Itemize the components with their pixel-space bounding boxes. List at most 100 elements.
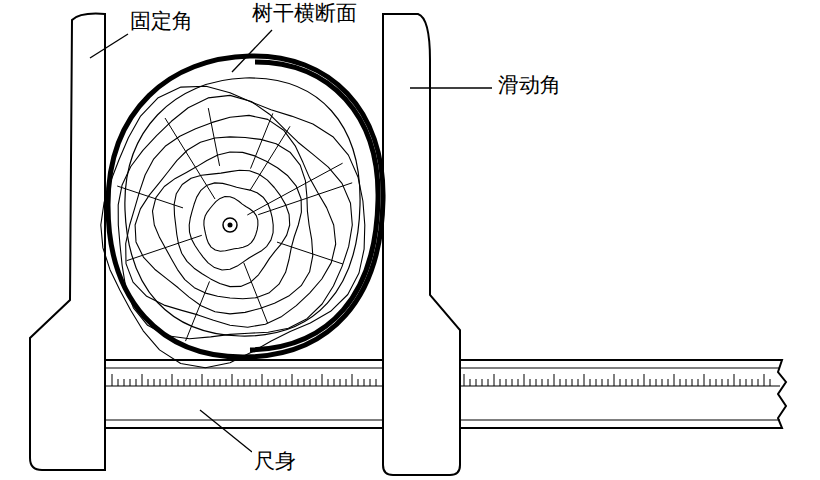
scale-tick bbox=[190, 379, 191, 386]
scale-tick bbox=[764, 374, 765, 386]
ruler-label: 尺身 bbox=[252, 450, 298, 473]
tree-ring bbox=[204, 197, 258, 252]
scale-tick bbox=[292, 374, 293, 386]
scale-tick bbox=[214, 379, 215, 386]
scale-tick bbox=[328, 379, 329, 386]
scale-tick bbox=[274, 379, 275, 386]
wood-crack bbox=[258, 183, 352, 215]
scale-tick bbox=[584, 374, 585, 386]
wood-crack bbox=[250, 126, 290, 190]
scale-tick bbox=[220, 379, 221, 386]
scale-tick bbox=[530, 379, 531, 386]
scale-tick bbox=[620, 379, 621, 386]
scale-tick bbox=[370, 379, 371, 386]
leader-line bbox=[410, 87, 492, 88]
scale-tick bbox=[548, 379, 549, 386]
scale-tick bbox=[238, 379, 239, 386]
scale-tick bbox=[500, 379, 501, 386]
scale-tick bbox=[250, 379, 251, 386]
scale-tick bbox=[208, 379, 209, 386]
scale-tick bbox=[614, 374, 615, 386]
scale-tick bbox=[286, 379, 287, 386]
scale-tick bbox=[506, 379, 507, 386]
scale-tick bbox=[692, 379, 693, 386]
scale-tick bbox=[542, 379, 543, 386]
scale-tick bbox=[758, 379, 759, 386]
scale-tick bbox=[268, 379, 269, 386]
scale-tick bbox=[130, 379, 131, 386]
leader-line bbox=[232, 30, 272, 72]
scale-tick bbox=[376, 379, 377, 386]
scale-tick bbox=[322, 374, 323, 386]
scale-tick bbox=[340, 379, 341, 386]
tree-ring bbox=[174, 170, 290, 286]
leader-line bbox=[90, 34, 128, 58]
scale-tick bbox=[608, 379, 609, 386]
wood-crack bbox=[277, 242, 343, 264]
wood-crack bbox=[117, 186, 183, 208]
scale-tick bbox=[470, 379, 471, 386]
wood-crack bbox=[247, 163, 342, 215]
scale-tick bbox=[304, 379, 305, 386]
scale-tick bbox=[752, 379, 753, 386]
scale-tick bbox=[226, 379, 227, 386]
tree-ring bbox=[135, 137, 313, 314]
scale-tick bbox=[160, 379, 161, 386]
scale-tick bbox=[298, 379, 299, 386]
scale-tick bbox=[746, 379, 747, 386]
scale-tick bbox=[172, 374, 173, 386]
trunk-outline bbox=[108, 56, 383, 357]
pith bbox=[228, 223, 233, 228]
scale-tick bbox=[512, 379, 513, 386]
scale-tick bbox=[662, 379, 663, 386]
scale-tick bbox=[572, 379, 573, 386]
scale-tick bbox=[518, 379, 519, 386]
trunk-section-label: 树干横断面 bbox=[250, 2, 359, 25]
scale-tick bbox=[722, 379, 723, 386]
scale-tick bbox=[638, 379, 639, 386]
tree-ring bbox=[189, 183, 273, 270]
fixed-jaw bbox=[30, 14, 105, 470]
scale-tick bbox=[602, 379, 603, 386]
tree-ring bbox=[101, 86, 365, 368]
scale-tick bbox=[184, 379, 185, 386]
scale-tick bbox=[112, 374, 113, 386]
scale-tick bbox=[178, 379, 179, 386]
scale-tick bbox=[650, 379, 651, 386]
scale-tick bbox=[142, 374, 143, 386]
scale-tick bbox=[644, 374, 645, 386]
scale-tick bbox=[244, 379, 245, 386]
wood-crack bbox=[165, 118, 215, 199]
scale-tick bbox=[166, 379, 167, 386]
scale-tick bbox=[680, 379, 681, 386]
wood-crack bbox=[208, 108, 219, 166]
sliding-jaw-label: 滑动角 bbox=[496, 74, 563, 97]
scale-tick bbox=[770, 379, 771, 386]
scale-tick bbox=[154, 379, 155, 386]
scale-tick bbox=[280, 379, 281, 386]
scale-tick bbox=[364, 379, 365, 386]
scale-tick bbox=[316, 379, 317, 386]
scale-tick bbox=[596, 379, 597, 386]
scale-tick bbox=[494, 374, 495, 386]
scale-tick bbox=[566, 379, 567, 386]
tree-ring bbox=[118, 95, 352, 338]
pith bbox=[223, 218, 237, 232]
scale-tick bbox=[740, 379, 741, 386]
tree-rings bbox=[101, 86, 365, 368]
wood-crack bbox=[127, 235, 202, 260]
scale-tick bbox=[698, 379, 699, 386]
scale-tick bbox=[482, 379, 483, 386]
tree-ring bbox=[125, 78, 360, 336]
scale-tick bbox=[476, 379, 477, 386]
scale-tick bbox=[710, 379, 711, 386]
scale-tick bbox=[590, 379, 591, 386]
scale-tick bbox=[488, 379, 489, 386]
scale-tick bbox=[668, 379, 669, 386]
scale-tick bbox=[578, 379, 579, 386]
scale-tick bbox=[536, 379, 537, 386]
fixed-jaw-label: 固定角 bbox=[128, 10, 195, 33]
scale-tick bbox=[334, 379, 335, 386]
